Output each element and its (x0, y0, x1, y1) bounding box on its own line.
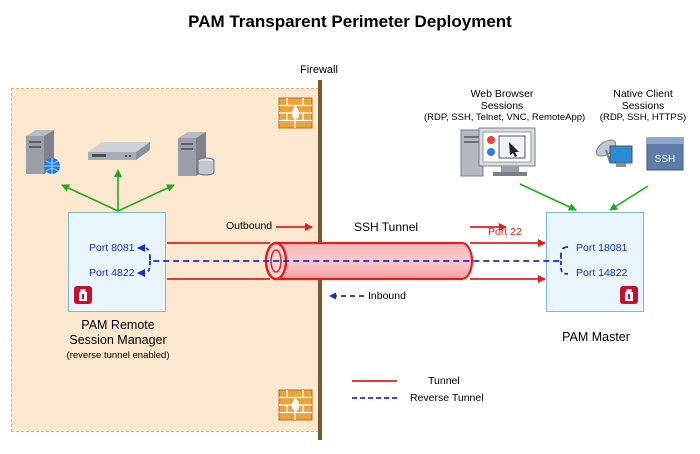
inbound-label: Inbound (368, 290, 406, 302)
native-client-title-2: Sessions (621, 100, 665, 112)
native-client-protocols: (RDP, SSH, HTTPS) (599, 112, 687, 123)
master-port-18081: Port 18081 (576, 242, 628, 254)
network-appliance-icon (88, 142, 150, 160)
green-arrow-web-to-master (519, 183, 577, 211)
firewall-label: Firewall (300, 64, 338, 76)
rsm-note: (reverse tunnel enabled) (66, 350, 170, 361)
web-browser-title-2: Sessions (480, 100, 524, 112)
ssh-tunnel-label: SSH Tunnel (354, 220, 419, 234)
firewall-brick-icon (278, 389, 313, 421)
web-browser-title-1: Web Browser (470, 88, 534, 100)
server-globe-icon (26, 130, 60, 174)
outbound-label: Outbound (226, 220, 273, 232)
reverse-arrowhead-4822 (137, 269, 145, 277)
rsm-port-8081: Port 8081 (89, 242, 135, 254)
green-arrow-left (61, 184, 119, 212)
reverse-tunnel-line (145, 246, 569, 262)
page-title: PAM Transparent Perimeter Deployment (188, 12, 512, 31)
firewall-brick-icon (278, 97, 313, 129)
master-port-14822: Port 14822 (576, 267, 628, 279)
legend-tunnel-label: Tunnel (428, 375, 460, 387)
rsm-name-line1: PAM Remote (81, 318, 155, 332)
green-arrow-native-to-master (609, 185, 649, 211)
reverse-arrowhead-8081 (137, 244, 145, 252)
reverse-tunnel-branch-right (560, 261, 569, 275)
reverse-tunnel-branch-left (145, 260, 151, 274)
native-client-title-1: Native Client (613, 88, 673, 100)
server-database-icon (178, 132, 215, 176)
rsm-name-line2: Session Manager (69, 333, 167, 347)
satellite-dish-icon (595, 139, 633, 167)
rsm-port-4822: Port 4822 (89, 267, 135, 279)
pam-logo-icon (620, 286, 638, 304)
ssh-terminal-icon: SSH (646, 137, 684, 171)
legend-reverse-label: Reverse Tunnel (410, 392, 484, 404)
ssh-terminal-text: SSH (655, 154, 676, 165)
master-name: PAM Master (562, 330, 630, 344)
web-browser-protocols: (RDP, SSH, Telnet, VNC, RemoteApp) (424, 112, 586, 123)
desktop-browser-icon (460, 127, 536, 177)
port22-label: Port 22 (488, 226, 522, 238)
green-arrow-right (117, 184, 175, 212)
pam-logo-icon (74, 286, 92, 304)
